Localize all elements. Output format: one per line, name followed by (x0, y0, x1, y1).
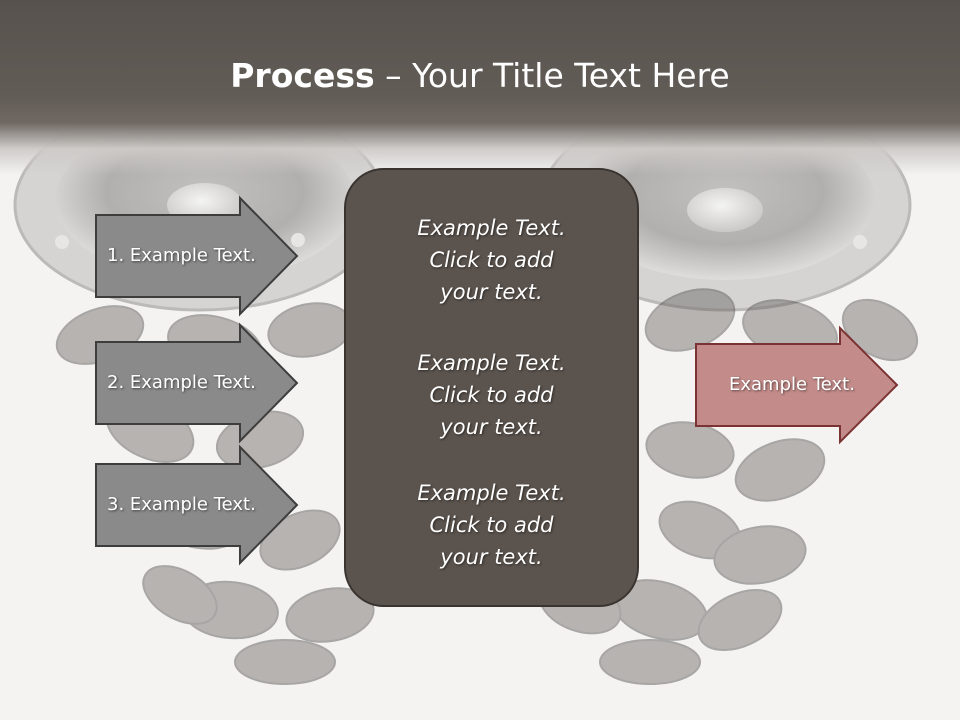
right-arrow[interactable] (695, 325, 899, 445)
left-arrow-1[interactable] (95, 195, 299, 317)
center-text-box[interactable] (344, 168, 639, 607)
left-arrow-1-label: 1. Example Text. (107, 245, 256, 266)
center-text-line: Click to add (429, 248, 554, 272)
center-text-line: Click to add (429, 383, 554, 407)
center-text-block-3[interactable]: Example Text. Click to add your text. (344, 477, 639, 573)
title-bold: Process (230, 56, 375, 95)
left-arrow-3[interactable] (95, 444, 299, 566)
left-arrow-2[interactable] (95, 322, 299, 444)
center-text-line: Example Text. (417, 481, 566, 505)
right-arrow-label: Example Text. (729, 374, 855, 395)
title-band (0, 0, 960, 175)
center-text-block-2[interactable]: Example Text. Click to add your text. (344, 347, 639, 443)
center-text-line: Example Text. (417, 351, 566, 375)
center-text-line: Click to add (429, 513, 554, 537)
center-text-line: your text. (440, 280, 543, 304)
center-text-line: your text. (440, 545, 543, 569)
left-arrow-3-label: 3. Example Text. (107, 494, 256, 515)
center-text-block-1[interactable]: Example Text. Click to add your text. (344, 212, 639, 308)
center-text-line: Example Text. (417, 216, 566, 240)
center-text-line: your text. (440, 415, 543, 439)
slide-title: Process – Your Title Text Here (0, 56, 960, 96)
title-rest: – Your Title Text Here (374, 56, 730, 95)
left-arrow-2-label: 2. Example Text. (107, 372, 256, 393)
